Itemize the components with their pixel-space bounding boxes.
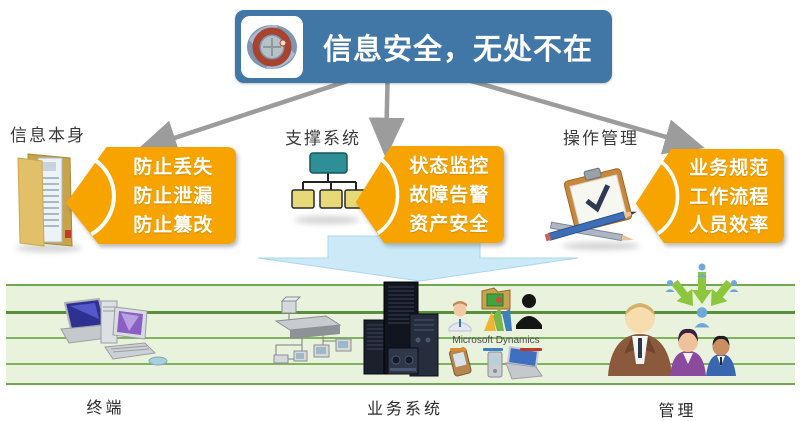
tag-item: 资产安全 [409,214,490,236]
clipboard-check-icon [544,167,637,242]
server-towers-illustration [363,281,439,377]
tag-shape [355,146,504,243]
tag-item: 防止丢失 [133,156,214,178]
phone-icon [487,351,503,378]
tag-item: 故障告警 [409,185,490,207]
sub-brand-bar [520,348,542,351]
pda-icon [448,347,472,377]
laptop-icon [505,345,543,380]
user-icon [448,301,472,332]
terminal-computers-illustration [60,297,168,366]
tag-item: 工作流程 [689,186,770,208]
person-silhouette-icon [516,294,542,329]
tag-information-itself: 防止丢失 防止泄漏 防止篡改 [64,147,236,244]
delegate-figures [665,263,739,328]
tag-item: 防止篡改 [133,215,214,237]
staff-man-figure [706,335,736,376]
clipboard-icon-shadow [562,242,640,250]
dynamics-logo-mark [484,307,512,331]
folder-icon-shadow [16,244,82,252]
band-label-business-system: 业务系统 [366,401,443,418]
tag-shape [66,147,236,244]
band-label-management: 管理 [658,403,697,420]
security-emblem-glyph [247,24,297,69]
tag-support-system: 状态监控 故障告警 资产安全 [354,146,504,243]
dynamics-sub-brands [450,348,542,351]
tag-item: 状态监控 [409,155,490,177]
staff-woman-figure [670,328,706,376]
business-apps-cluster: Microsoft Dynamics [440,283,552,381]
band-label-terminal: 终端 [86,400,125,417]
delegation-arrows-icon [671,272,733,306]
tag-item: 业务规范 [689,158,770,180]
section-title-support-system: 支撑系统 [285,129,361,148]
folder-document-icon [17,153,73,247]
sub-brand-bar [450,348,466,351]
tag-shape [635,149,784,243]
business-apps-icons [448,287,543,380]
title-banner: 信息安全，无处不在 [235,10,612,83]
section-title-operation-mgmt: 操作管理 [563,129,639,148]
folder-chart-icon [481,287,511,310]
tag-item: 防止泄漏 [133,186,214,208]
org-chart-icon-shadow [294,216,360,224]
sub-brand-bar [483,348,503,351]
manager-figure [608,303,672,376]
section-title-information: 信息本身 [10,126,86,145]
dynamics-logo-text: Microsoft Dynamics [452,335,540,346]
management-people-illustration [608,263,739,376]
security-emblem-icon [241,15,303,78]
banner-title: 信息安全，无处不在 [323,33,594,66]
network-devices-illustration [273,296,352,364]
tag-item: 人员效率 [689,214,770,236]
tag-operation-management: 业务规范 工作流程 人员效率 [634,149,784,243]
